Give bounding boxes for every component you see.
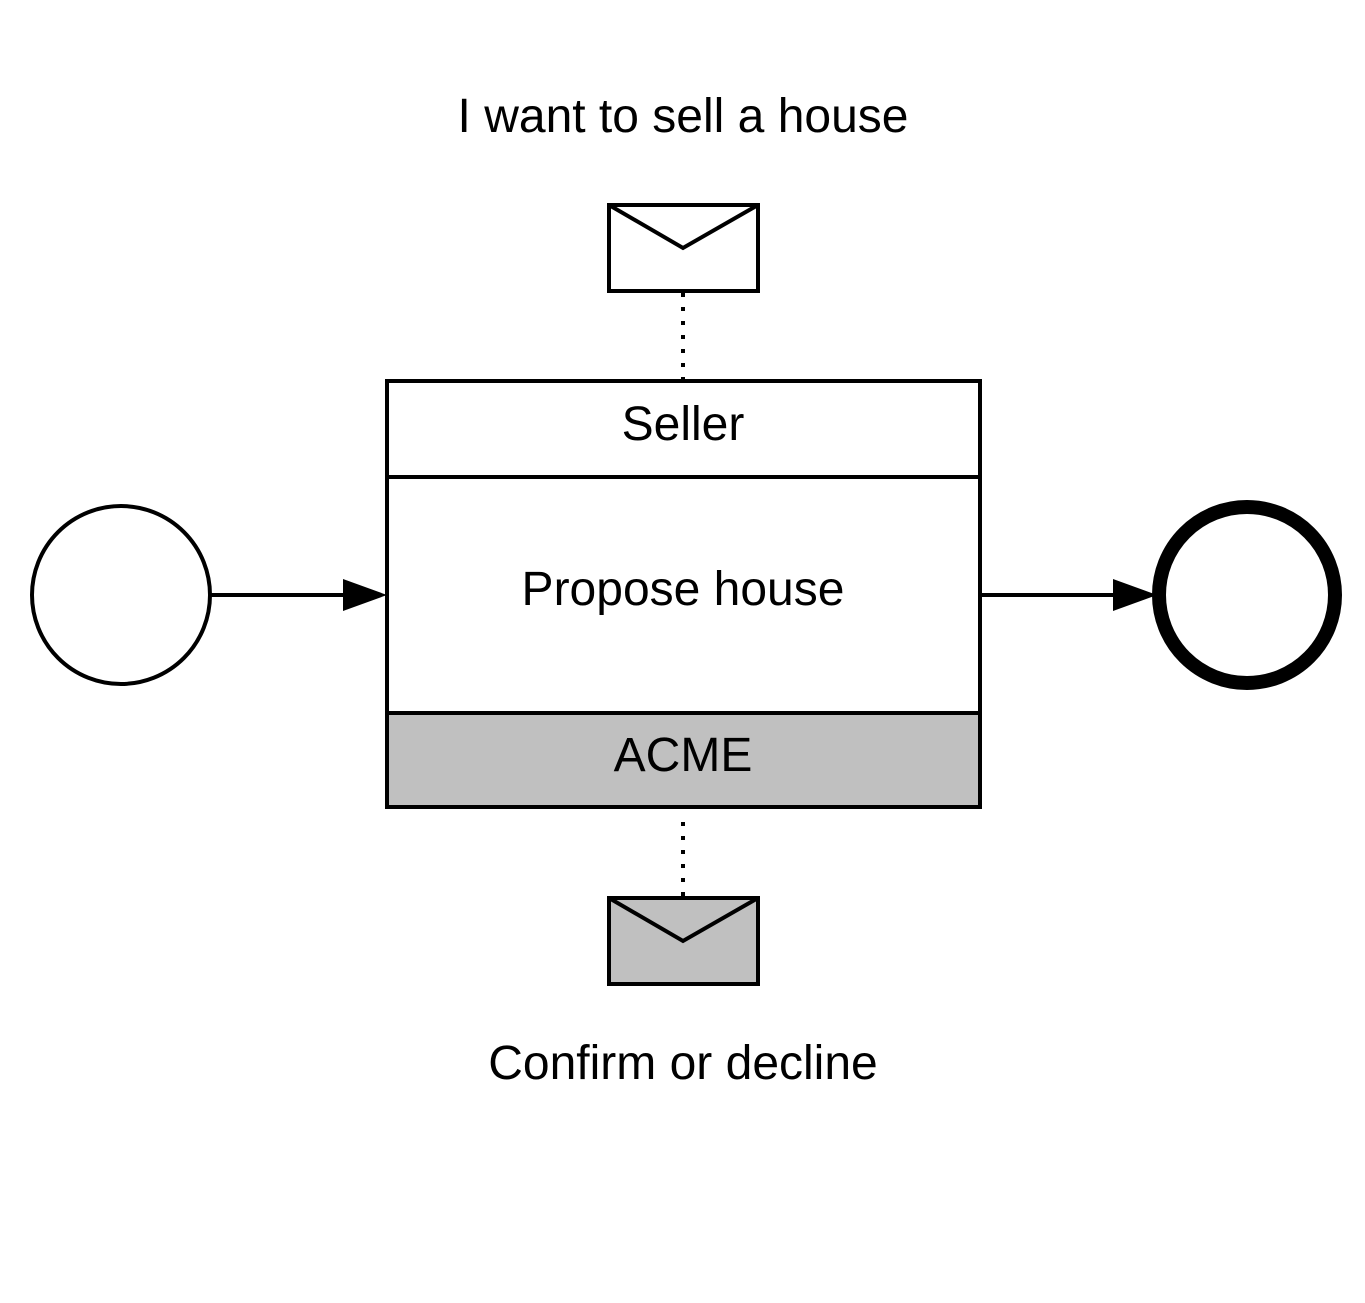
- incoming-envelope-flap: [607, 203, 759, 251]
- start-event-circle-icon[interactable]: [30, 504, 212, 686]
- non-initiating-participant-label: ACME: [614, 729, 753, 782]
- choreography-task[interactable]: Seller Propose house ACME: [385, 379, 982, 809]
- task-border: [385, 379, 982, 809]
- incoming-message-envelope-icon[interactable]: [607, 203, 760, 293]
- non-initiating-participant-band: [387, 713, 980, 807]
- outgoing-message-envelope-icon[interactable]: [607, 896, 760, 986]
- sequence-flow-task-to-end: [982, 579, 1157, 611]
- arrowhead-icon: [343, 579, 387, 611]
- outgoing-message-label: Confirm or decline: [488, 1037, 877, 1090]
- incoming-message-label: I want to sell a house: [458, 90, 909, 143]
- task-name-label: Propose house: [522, 563, 845, 616]
- outgoing-envelope-flap: [607, 896, 759, 944]
- end-event-thick-circle-icon[interactable]: [1152, 500, 1342, 690]
- initiating-participant-label: Seller: [622, 398, 745, 451]
- arrowhead-icon: [1113, 579, 1157, 611]
- sequence-flow-start-to-task: [210, 579, 387, 611]
